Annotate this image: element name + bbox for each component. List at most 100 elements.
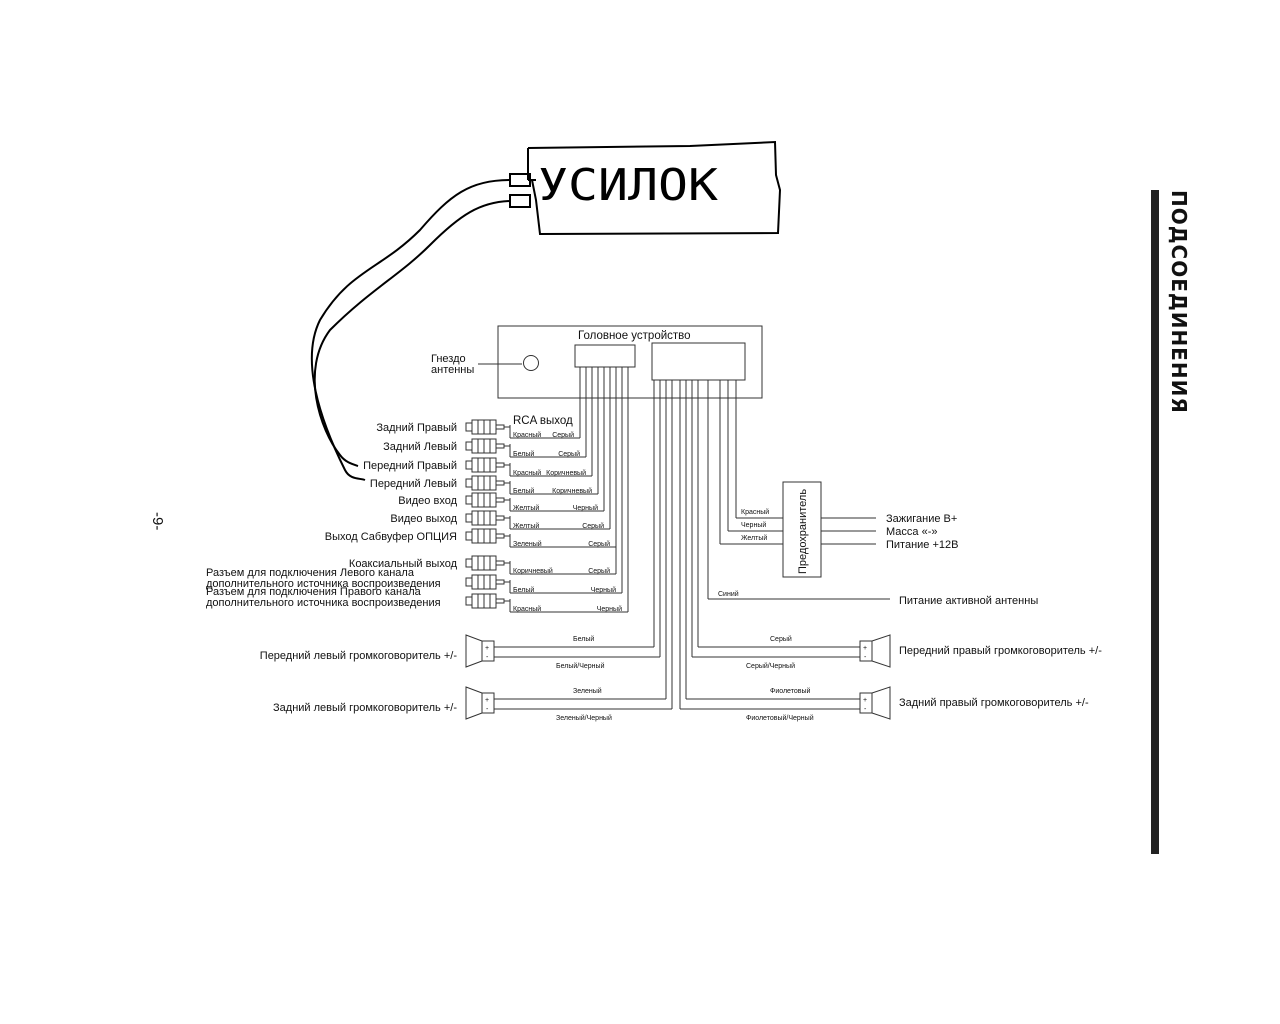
- rca-wire-color-2: Серый: [588, 567, 610, 575]
- rca-wire-color-1: Желтый: [513, 504, 539, 512]
- power-wire-color: Черный: [741, 521, 766, 529]
- speaker-icon: [871, 634, 891, 668]
- power-wire-color: Желтый: [741, 534, 767, 542]
- speaker-plus-color: Фиолетовый: [770, 687, 810, 695]
- speaker-plus-color: Зеленый: [573, 687, 602, 695]
- plus-sign: +: [863, 697, 867, 704]
- rca-row: Разъем для подключения Левого каналадопо…: [206, 367, 623, 594]
- rca-row-label-2: дополнительного источника воспроизведени…: [206, 597, 441, 609]
- power-wire-label: Зажигание В+: [886, 513, 957, 525]
- rca-wire-color-2: Серый: [582, 522, 604, 530]
- rca-plug-icon: [465, 513, 473, 523]
- speaker-icon: [871, 686, 891, 720]
- rca-wire-color-2: Черный: [597, 605, 622, 613]
- speaker-minus-color: Фиолетовый/Черный: [746, 714, 814, 722]
- power-connector-block: [651, 342, 746, 381]
- antenna-label-2: антенны: [431, 364, 474, 376]
- rca-wire-color-1: Красный: [513, 469, 541, 477]
- antenna-socket-icon: [523, 355, 539, 371]
- rca-row: Разъем для подключения Правого каналадоп…: [206, 367, 629, 613]
- rca-row-label: Коаксиальный выход: [349, 558, 458, 570]
- rca-wire-color-1: Желтый: [513, 522, 539, 530]
- amplifier-sketch: УСИЛОК: [310, 140, 782, 481]
- power-wire-label: Масса «-»: [886, 526, 937, 538]
- rca-plug-icon: [465, 531, 473, 541]
- speaker-label: Задний левый громкоговоритель +/-: [273, 702, 457, 714]
- rca-wire-color-1: Белый: [513, 487, 534, 495]
- page-number: -9-: [149, 512, 166, 530]
- speaker-label: Передний левый громкоговоритель +/-: [260, 650, 458, 662]
- rca-wire-color-1: Коричневый: [513, 567, 553, 575]
- fuse-section: Предохранитель: [782, 481, 822, 578]
- speaker-plus-color: Серый: [770, 635, 792, 643]
- rca-row-label: Задний Правый: [376, 422, 457, 434]
- rca-wire-color-2: Черный: [591, 586, 616, 594]
- minus-sign: -: [486, 654, 489, 661]
- plus-sign: +: [485, 697, 489, 704]
- minus-sign: -: [486, 706, 489, 713]
- rca-wire-color-2: Коричневый: [546, 469, 586, 477]
- rca-row-label: Передний Левый: [370, 478, 457, 490]
- speaker-icon: [465, 686, 483, 720]
- speaker-minus-color: Белый/Черный: [556, 662, 605, 670]
- speaker-label: Передний правый громкоговоритель +/-: [899, 645, 1102, 657]
- rca-wire-color-1: Красный: [513, 605, 541, 613]
- rca-row-label-2: дополнительного источника воспроизведени…: [206, 578, 441, 590]
- rca-row-label: Видео выход: [390, 513, 457, 525]
- rca-row-label: Разъем для подключения Правого канала: [206, 586, 422, 598]
- rca-plug-icon: [465, 478, 473, 488]
- power-wire-color: Красный: [741, 508, 769, 516]
- speaker-minus-color: Серый/Черный: [746, 662, 795, 670]
- antenna-power-wire: Синий: [718, 590, 739, 598]
- antenna-label-1: Гнездо: [431, 353, 466, 365]
- head-unit: Головное устройство: [497, 325, 763, 399]
- rca-row-label: Задний Левый: [383, 441, 457, 453]
- rca-plug-icon: [465, 596, 473, 606]
- rca-plug-icon: [465, 460, 473, 470]
- plus-sign: +: [485, 645, 489, 652]
- rca-wire-color-2: Серый: [588, 540, 610, 548]
- side-title: ПОДСОЕДИНЕНИЯ: [1167, 190, 1191, 414]
- rca-wire-color-1: Белый: [513, 586, 534, 594]
- rca-wire-color-1: Красный: [513, 431, 541, 439]
- rca-wire-color-1: Зеленый: [513, 540, 542, 548]
- rca-row-label: Видео вход: [398, 495, 457, 507]
- rca-wire-color-2: Серый: [558, 450, 580, 458]
- rca-wire-color-2: Черный: [573, 504, 598, 512]
- fuse-label: Предохранитель: [797, 489, 809, 574]
- minus-sign: -: [864, 706, 867, 713]
- power-wire-label: Питание +12В: [886, 539, 958, 551]
- rca-wire-color-2: Серый: [552, 431, 574, 439]
- speaker-plus-color: Белый: [573, 635, 594, 643]
- fuse-box: [782, 481, 822, 578]
- minus-sign: -: [864, 654, 867, 661]
- speaker-icon: [465, 634, 483, 668]
- rca-connector-block: [574, 344, 636, 368]
- rca-plug-icon: [465, 441, 473, 451]
- rca-plug-icon: [465, 422, 473, 432]
- rca-title: RCA выход: [513, 415, 573, 427]
- speaker-label: Задний правый громкоговоритель +/-: [899, 697, 1089, 709]
- rca-plug-icon: [465, 495, 473, 505]
- rca-row-label: Передний Правый: [363, 460, 457, 472]
- side-bar: [1151, 190, 1159, 854]
- plus-sign: +: [863, 645, 867, 652]
- speaker-minus-color: Зеленый/Черный: [556, 714, 612, 722]
- rca-plug-icon: [465, 558, 473, 568]
